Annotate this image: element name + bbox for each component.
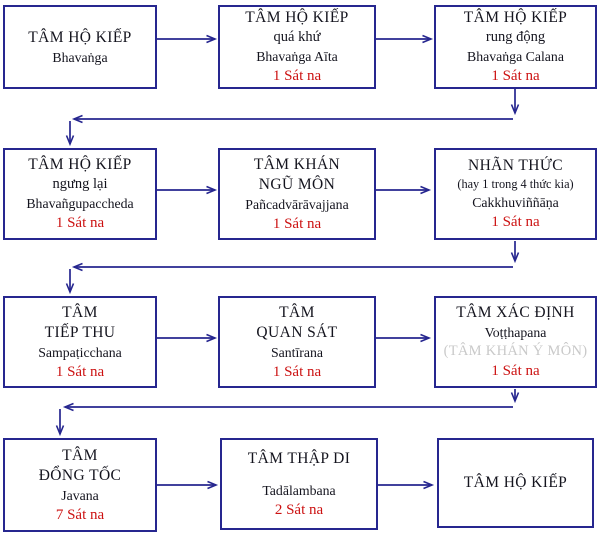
box-pali-name: Cakkhuviññāṇa <box>472 195 559 210</box>
box-pali-name: Sampaṭicchana <box>38 344 122 360</box>
box-title: TÂM HỘ KIẾP <box>463 474 568 491</box>
box-cakkhuvinnana: NHÃN THỨC (hay 1 trong 4 thức kia) Cakkh… <box>434 148 597 240</box>
box-pali-name: Pañcadvārāvajjana <box>245 196 349 212</box>
box-pali-name: Bhavañgupaccheda <box>26 196 134 211</box>
box-title: TÂM HỘ KIẾP <box>28 28 132 46</box>
box-tadalambana: TÂM THẬP DI Tadālambana 2 Sát na <box>220 438 378 530</box>
box-pancadvaravajjana: TÂM KHÁN NGŨ MÔN Pañcadvārāvajjana 1 Sát… <box>218 148 376 240</box>
box-title: TÂM XÁC ĐỊNH <box>456 304 575 321</box>
box-santirana: TÂM QUAN SÁT Santīrana 1 Sát na <box>218 296 376 388</box>
box-pali-name: Tadālambana <box>262 482 336 498</box>
box-pali-name: Bhavaṅga <box>52 49 108 65</box>
box-title: TÂM <box>62 446 98 464</box>
box-subtitle: rung động <box>485 29 546 45</box>
box-title: TÂM <box>62 303 98 321</box>
box-pali-name: Javana <box>61 487 99 503</box>
box-title: TÂM THẬP DI <box>247 449 351 467</box>
box-pali-name: Santīrana <box>270 344 324 360</box>
box-title-line2: QUAN SÁT <box>256 323 338 341</box>
box-bhavanga-calana: TÂM HỘ KIẾP rung động Bhavaṅga Calana 1 … <box>434 5 597 89</box>
box-note: (hay 1 trong 4 thức kia) <box>457 177 574 191</box>
box-title: TÂM HỘ KIẾP <box>463 9 568 26</box>
box-gray-note: (TÂM KHÁN Ý MÔN) <box>443 343 588 359</box>
box-bhavanga: TÂM HỘ KIẾP Bhavaṅga <box>3 5 157 89</box>
box-moment-count: 1 Sát na <box>272 363 322 380</box>
box-moment-count: 1 Sát na <box>491 68 540 84</box>
box-title: TÂM <box>279 303 315 321</box>
box-subtitle: quá khứ <box>273 29 321 45</box>
box-javana: TÂM ĐỔNG TỐC Javana 7 Sát na <box>3 438 157 532</box>
box-moment-count: 2 Sát na <box>274 501 324 518</box>
box-title: NHÃN THỨC <box>468 157 563 174</box>
box-moment-count: 1 Sát na <box>272 215 322 232</box>
box-title: TÂM KHÁN <box>253 155 341 173</box>
box-pali-name: Voṭṭhapana <box>484 325 547 340</box>
box-moment-count: 1 Sát na <box>55 215 105 231</box>
box-title: TÂM HỘ KIẾP <box>28 156 132 173</box>
box-moment-count: 1 Sát na <box>55 363 105 380</box>
box-moment-count: 7 Sát na <box>55 506 105 523</box>
box-pali-name: Bhavaṅga Aīta <box>256 49 338 64</box>
box-moment-count: 1 Sát na <box>491 363 540 379</box>
box-subtitle: ngưng lại <box>52 176 108 192</box>
box-bhavanga-final: TÂM HỘ KIẾP <box>437 438 594 528</box>
box-pali-name: Bhavaṅga Calana <box>467 49 564 64</box>
box-sampaticchana: TÂM TIẾP THU Sampaṭicchana 1 Sát na <box>3 296 157 388</box>
box-votthapana: TÂM XÁC ĐỊNH Voṭṭhapana (TÂM KHÁN Ý MÔN)… <box>434 296 597 388</box>
box-title: TÂM HỘ KIẾP <box>245 9 349 26</box>
box-moment-count: 1 Sát na <box>491 214 540 230</box>
box-title-line2: TIẾP THU <box>44 323 116 341</box>
box-title-line2: NGŨ MÔN <box>258 175 336 193</box>
box-bhavangupaccheda: TÂM HỘ KIẾP ngưng lại Bhavañgupaccheda 1… <box>3 148 157 240</box>
box-moment-count: 1 Sát na <box>272 68 322 84</box>
box-title-line2: ĐỔNG TỐC <box>38 466 122 484</box>
box-atita-bhavanga: TÂM HỘ KIẾP quá khứ Bhavaṅga Aīta 1 Sát … <box>218 5 376 89</box>
